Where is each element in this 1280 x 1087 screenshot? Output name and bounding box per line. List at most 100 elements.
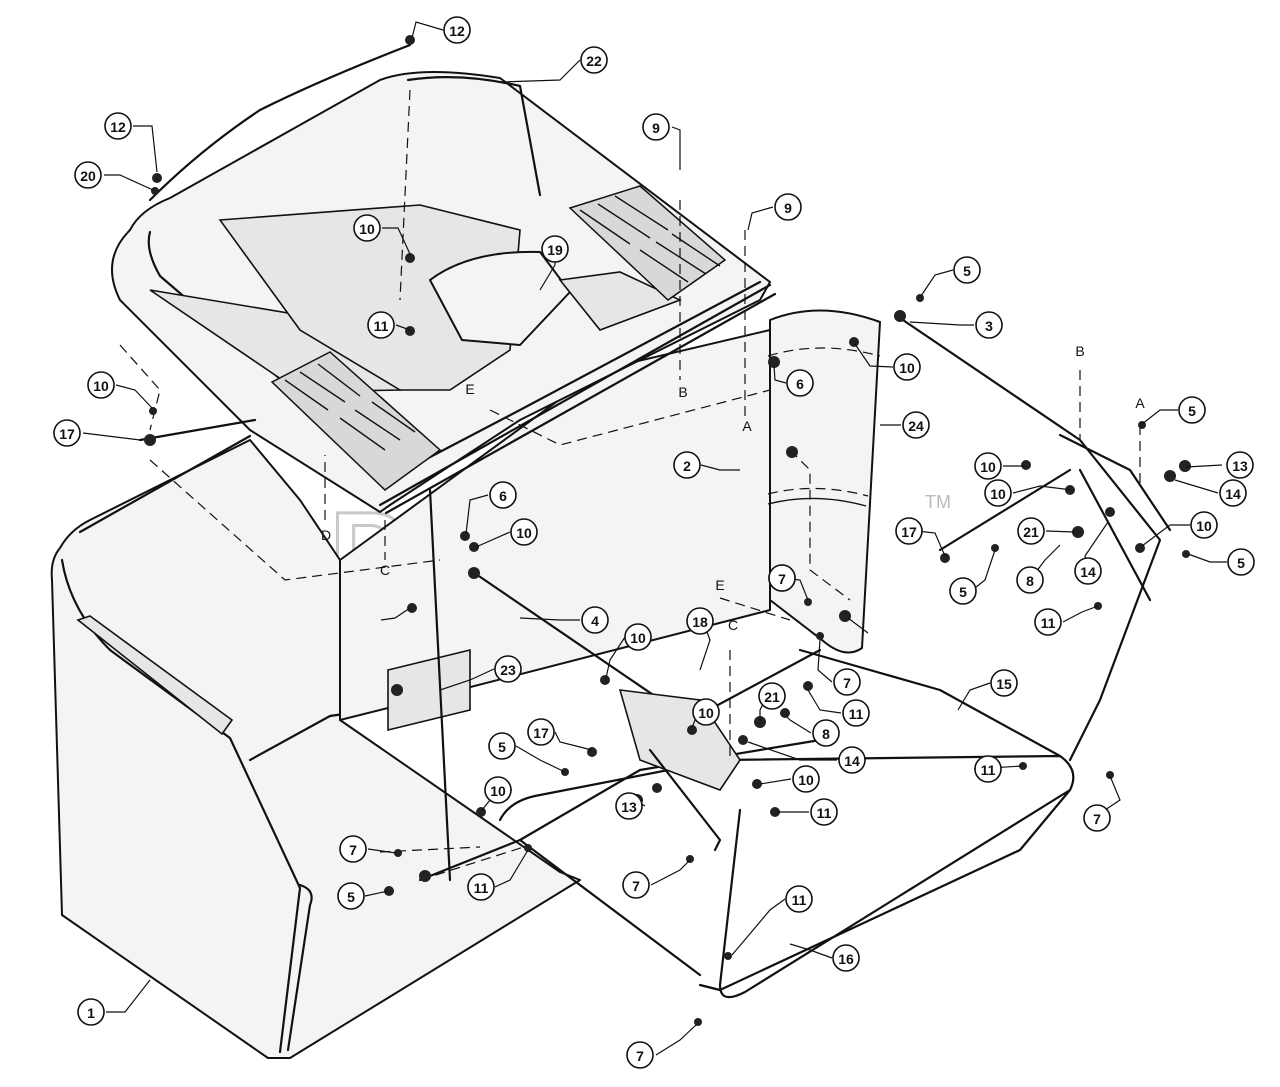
callout-3: 3: [975, 311, 1003, 339]
bag-back-panel: [339, 329, 771, 732]
callout-label: 10: [630, 630, 646, 646]
callout-label: 7: [636, 1048, 644, 1064]
callout-label: 24: [908, 418, 924, 434]
callout-11: 11: [810, 798, 838, 826]
callout-6: 6: [786, 369, 814, 397]
callout-label: 12: [110, 119, 126, 135]
callout-label: 10: [899, 360, 915, 376]
callout-5: 5: [953, 256, 981, 284]
callout-15: 15: [990, 669, 1018, 697]
callout-10: 10: [353, 214, 381, 242]
callout-23: 23: [494, 655, 522, 683]
callout-9: 9: [642, 113, 670, 141]
callout-label: 7: [1093, 811, 1101, 827]
callout-4: 4: [581, 606, 609, 634]
ref-letter-d: D: [321, 527, 331, 543]
callout-label: 1: [87, 1005, 95, 1021]
callout-12: 12: [443, 16, 471, 44]
callout-7: 7: [768, 564, 796, 592]
callout-9: 9: [774, 193, 802, 221]
callout-label: 16: [838, 951, 854, 967]
callout-6: 6: [489, 481, 517, 509]
callout-label: 5: [963, 263, 971, 279]
callout-label: 11: [1041, 615, 1056, 631]
callout-label: 8: [822, 726, 830, 742]
callout-10: 10: [484, 776, 512, 804]
callout-10: 10: [792, 765, 820, 793]
callout-7: 7: [833, 668, 861, 696]
callout-label: 14: [1225, 486, 1241, 502]
callout-11: 11: [785, 885, 813, 913]
callout-14: 14: [838, 746, 866, 774]
callout-label: 22: [586, 53, 602, 69]
callout-label: 14: [844, 753, 860, 769]
ref-letter-c: C: [728, 617, 738, 633]
callout-22: 22: [580, 46, 608, 74]
callout-label: 6: [796, 376, 804, 392]
callout-label: 13: [621, 799, 637, 815]
callout-label: 14: [1080, 564, 1096, 580]
callout-10: 10: [692, 698, 720, 726]
callout-19: 19: [541, 235, 569, 263]
callout-14: 14: [1219, 479, 1247, 507]
callout-2: 2: [673, 451, 701, 479]
callout-11: 11: [842, 699, 870, 727]
ref-letter-b: B: [1075, 343, 1084, 359]
callout-label: 17: [59, 426, 75, 442]
callout-label: 10: [516, 525, 532, 541]
callout-5: 5: [1227, 548, 1255, 576]
callout-5: 5: [337, 882, 365, 910]
callout-17: 17: [53, 419, 81, 447]
callout-label: 3: [985, 318, 993, 334]
callout-label: 10: [93, 378, 109, 394]
callout-10: 10: [974, 452, 1002, 480]
callout-13: 13: [1226, 451, 1254, 479]
callout-label: 10: [490, 783, 506, 799]
callout-10: 10: [510, 518, 538, 546]
watermark-trademark: TM: [925, 492, 951, 512]
callout-label: 20: [80, 168, 96, 184]
callout-7: 7: [1083, 804, 1111, 832]
callout-21: 21: [1017, 517, 1045, 545]
reference-letters: D C E B A B A E C: [321, 343, 1145, 633]
callout-leaders: [82, 21, 1227, 1056]
ref-letter-a: A: [742, 418, 752, 434]
grass-bag-body: [50, 434, 581, 1059]
callout-label: 13: [1232, 458, 1248, 474]
callout-label: 10: [990, 486, 1006, 502]
callout-11: 11: [1034, 608, 1062, 636]
callout-8: 8: [812, 719, 840, 747]
callout-8: 8: [1016, 566, 1044, 594]
callout-label: 18: [692, 614, 708, 630]
callout-label: 2: [683, 458, 691, 474]
callout-label: 5: [959, 584, 967, 600]
callout-label: 11: [374, 318, 389, 334]
callout-label: 10: [359, 221, 375, 237]
callout-label: 12: [449, 23, 465, 39]
ref-letter-e: E: [715, 577, 724, 593]
ref-letter-a: A: [1135, 395, 1145, 411]
callout-label: 5: [1237, 555, 1245, 571]
ref-letter-e: E: [465, 381, 474, 397]
callout-24: 24: [902, 411, 930, 439]
callout-14: 14: [1074, 557, 1102, 585]
callout-label: 10: [698, 705, 714, 721]
callout-label: 11: [474, 880, 489, 896]
callout-label: 7: [632, 878, 640, 894]
callout-label: 21: [764, 689, 780, 705]
callout-label: 10: [1196, 518, 1212, 534]
callout-label: 8: [1026, 573, 1034, 589]
callout-label: 11: [981, 762, 996, 778]
callout-label: 15: [996, 676, 1012, 692]
callout-10: 10: [984, 479, 1012, 507]
callout-12: 12: [104, 112, 132, 140]
callout-label: 5: [1188, 403, 1196, 419]
callout-label: 7: [778, 571, 786, 587]
callout-17: 17: [895, 517, 923, 545]
callout-label: 6: [499, 488, 507, 504]
discharge-chute: [767, 309, 881, 654]
callout-7: 7: [626, 1041, 654, 1069]
callout-label: 17: [901, 524, 917, 540]
callout-label: 7: [349, 842, 357, 858]
